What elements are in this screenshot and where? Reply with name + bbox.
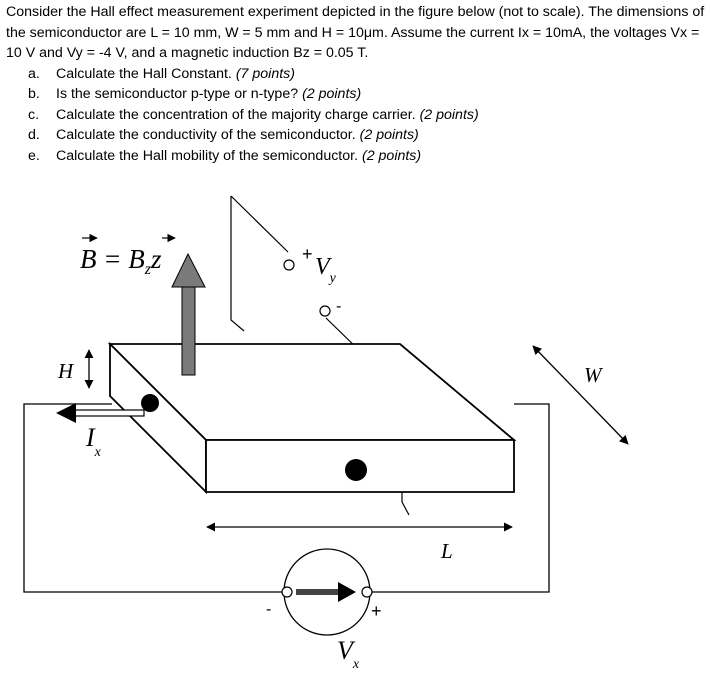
vx-plus-label: +: [371, 601, 382, 621]
current-arrow: [56, 403, 145, 423]
question-item-c: c. Calculate the concentration of the maj…: [6, 105, 708, 126]
w-label: W: [584, 363, 604, 387]
b-subscript: z: [144, 261, 152, 278]
question-text: Is the semiconductor p-type or n-type?: [56, 86, 299, 102]
b-vector-symbol: B: [80, 244, 97, 274]
question-points: (2 points): [302, 86, 362, 102]
question-points: (2 points): [419, 106, 479, 123]
circuit-wire: [23, 403, 550, 593]
question-points: (7 points): [235, 65, 295, 82]
b-field-equation: B = Bzz: [80, 233, 176, 278]
hall-effect-figure: B = Bzz + - Vy H W L Ix - + Vx: [23, 195, 629, 672]
question-text: Calculate the Hall mobility of the semic…: [56, 147, 359, 164]
question-label: a.: [28, 65, 40, 82]
question-list: a. Calculate the Hall Constant. (7 points…: [6, 64, 708, 167]
h-label: H: [57, 359, 75, 383]
question-points: (2 points): [359, 127, 419, 143]
z-vector-symbol: z: [150, 244, 162, 274]
question-item-e: e. Calculate the Hall mobility of the sem…: [6, 146, 708, 167]
vy-plus-terminal: [283, 259, 295, 271]
question-label: e.: [28, 147, 40, 164]
vy-label: Vy: [315, 254, 337, 286]
question-points: (2 points): [361, 147, 422, 164]
l-label: L: [440, 539, 453, 563]
vy-minus-terminal: [319, 305, 331, 317]
voltage-source-vx: [281, 548, 373, 636]
question-label: c.: [28, 106, 40, 123]
vx-label: Vx: [337, 636, 360, 672]
vy-plus-label: +: [302, 244, 313, 264]
question-item-b: b. Is the semiconductor p-type or n-type?…: [6, 84, 708, 105]
b-equals-text: = B: [97, 244, 145, 274]
question-item-d: d. Calculate the conductivity of the semi…: [6, 125, 708, 146]
question-label: d.: [28, 127, 40, 143]
side-contact: [141, 394, 159, 412]
vy-minus-label: -: [336, 298, 341, 315]
question-item-a: a. Calculate the Hall Constant. (7 points…: [6, 64, 708, 85]
question-text: Calculate the conductivity of the semico…: [56, 127, 356, 143]
front-contact: [345, 459, 367, 481]
semiconductor-block: [107, 341, 517, 495]
question-text: Calculate the concentration of the major…: [56, 106, 416, 123]
svg-text:B = Bzz: B = Bzz: [80, 244, 162, 278]
question-label: b.: [28, 86, 40, 102]
problem-statement: Consider the Hall effect measurement exp…: [6, 2, 708, 166]
magnetic-field-arrow: [171, 252, 206, 376]
vx-minus-label: -: [266, 601, 271, 618]
w-dimension-arrow: [532, 345, 629, 445]
problem-intro: Consider the Hall effect measurement exp…: [6, 4, 705, 61]
ix-label: Ix: [85, 423, 102, 460]
question-text: Calculate the Hall Constant.: [56, 65, 232, 82]
